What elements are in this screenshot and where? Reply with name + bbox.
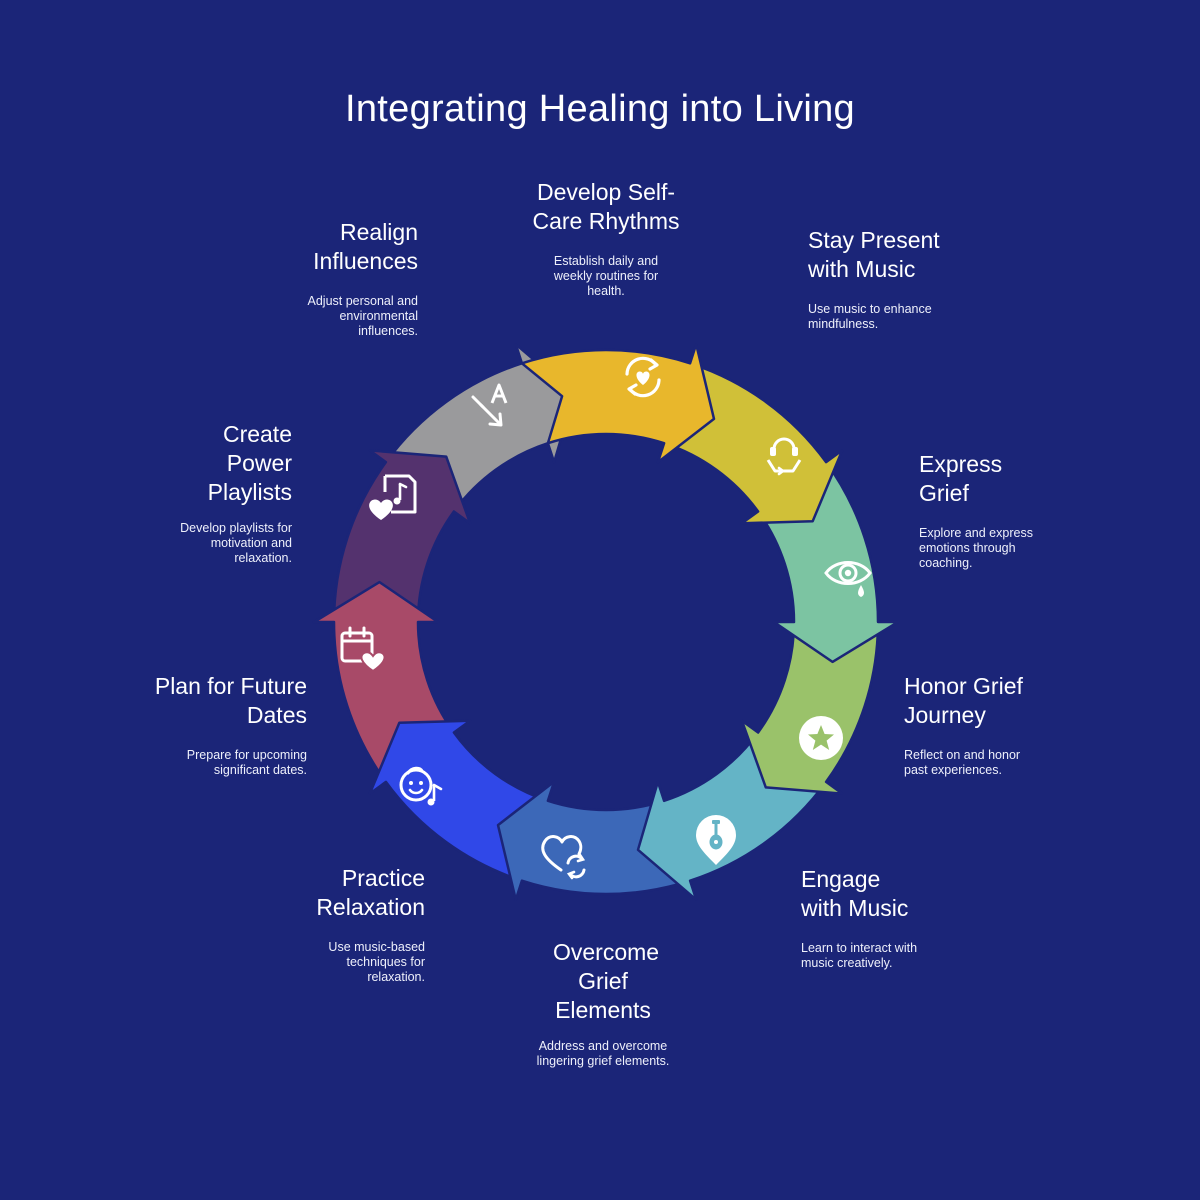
- heart-sync-icon: [541, 835, 586, 880]
- page-title: Integrating Healing into Living: [345, 88, 855, 130]
- step-label-overcome-grief: Overcome Grief Elements Address and over…: [523, 938, 683, 1069]
- step-label-honor-grief: Honor Grief Journey Reflect on and honor…: [904, 672, 1054, 778]
- step-description: Use music to enhance mindfulness.: [808, 302, 932, 331]
- step-description: Reflect on and honor past experiences.: [904, 748, 1021, 777]
- step-heading: Express Grief: [919, 451, 1003, 506]
- step-description: Address and overcome lingering grief ele…: [536, 1039, 670, 1068]
- heart-refresh-icon: [625, 356, 661, 398]
- step-label-plan-future: Plan for Future Dates Prepare for upcomi…: [147, 672, 307, 778]
- step-heading: Engage with Music: [801, 866, 909, 921]
- step-heading: Plan for Future Dates: [154, 673, 307, 728]
- step-label-create-playlists: Create Power Playlists Develop playlists…: [152, 420, 292, 566]
- step-label-express-grief: Express Grief Explore and express emotio…: [919, 450, 1059, 571]
- calendar-heart-icon: [340, 626, 386, 673]
- guitar-pin-icon: [696, 815, 736, 865]
- step-description: Use music-based techniques for relaxatio…: [328, 940, 425, 984]
- step-description: Adjust personal and environmental influe…: [307, 294, 419, 338]
- step-heading: Develop Self-Care Rhythms: [532, 179, 680, 234]
- step-description: Prepare for upcoming significant dates.: [186, 748, 307, 777]
- step-label-develop-self-care: Develop Self-Care Rhythms Establish dail…: [486, 178, 726, 299]
- eye-tear-icon: [824, 561, 872, 597]
- step-heading: Realign Influences: [313, 219, 418, 274]
- step-description: Learn to interact with music creatively.: [801, 941, 918, 970]
- baby-music-icon: [399, 766, 443, 806]
- step-heading: Honor Grief Journey: [904, 673, 1023, 728]
- arrow-segment-create-playlists: [332, 449, 472, 624]
- music-heart-icon: [369, 474, 417, 520]
- arrow-segment-overcome-grief: [496, 780, 692, 901]
- headphones-recycle-icon: [766, 437, 802, 476]
- arrow-segment-realign-influences: [384, 343, 576, 513]
- arrow-segment-engage-music: [636, 731, 828, 901]
- step-description: Explore and express emotions through coa…: [919, 526, 1033, 570]
- step-label-practice-relaxation: Practice Relaxation Use music-based tech…: [265, 864, 425, 985]
- step-heading: Create Power Playlists: [207, 421, 292, 505]
- step-heading: Practice Relaxation: [316, 865, 425, 920]
- star-badge-icon: [799, 716, 843, 760]
- text-sort-icon: [471, 383, 508, 427]
- step-label-engage-music: Engage with Music Learn to interact with…: [801, 865, 951, 971]
- step-label-stay-present: Stay Present with Music Use music to enh…: [808, 226, 978, 332]
- step-heading: Stay Present with Music: [808, 227, 940, 282]
- step-description: Establish daily and weekly routines for …: [553, 254, 659, 298]
- arrow-segment-honor-grief: [740, 620, 880, 795]
- step-label-realign-influences: Realign Influences Adjust personal and e…: [278, 218, 419, 339]
- step-description: Develop playlists for motivation and rel…: [180, 521, 292, 565]
- step-heading: Overcome Grief Elements: [553, 939, 660, 1023]
- arrow-segment-self-care: [520, 343, 716, 464]
